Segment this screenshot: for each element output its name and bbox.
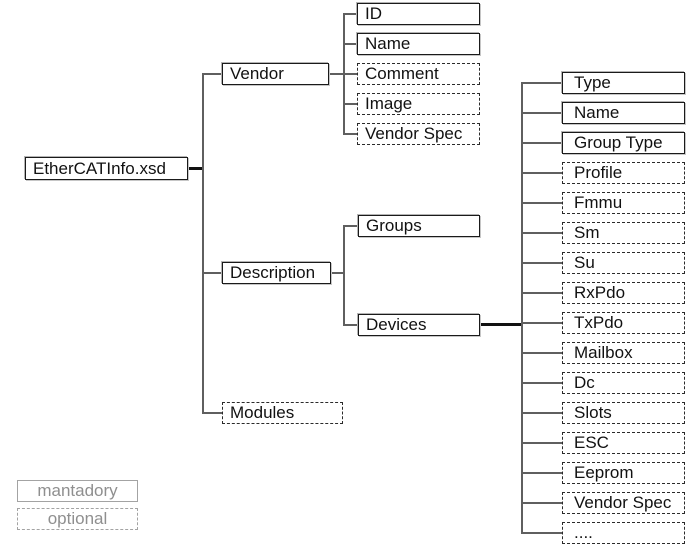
node-device-dc: Dc: [562, 372, 685, 394]
node-device-slots: Slots: [562, 402, 685, 424]
stub-vendor: [202, 73, 222, 75]
stub-vendor-image: [343, 103, 357, 105]
connector-root: [187, 167, 204, 170]
node-device-ellipsis: ....: [562, 522, 685, 544]
node-device-group-type: Group Type: [562, 132, 685, 154]
stub-device-type: [521, 82, 562, 84]
node-device-eeprom: Eeprom: [562, 462, 685, 484]
stub-groups: [343, 225, 358, 227]
stub-device-slots: [521, 412, 562, 414]
node-device-sm: Sm: [562, 222, 685, 244]
node-devices: Devices: [358, 314, 480, 336]
node-device-su: Su: [562, 252, 685, 274]
trunk-device-children: [521, 82, 523, 534]
node-device-vendor-spec: Vendor Spec: [562, 492, 685, 514]
node-vendor-vendor-spec: Vendor Spec: [357, 123, 480, 145]
connector-vendor-out: [329, 73, 345, 75]
stub-device-group-type: [521, 142, 562, 144]
node-device-type: Type: [562, 72, 685, 94]
node-vendor-id: ID: [357, 3, 480, 25]
stub-vendor-id: [343, 13, 357, 15]
node-ethercatinfo-xsd: EtherCATInfo.xsd: [25, 157, 188, 180]
node-vendor-comment: Comment: [357, 63, 480, 85]
stub-device-rxpdo: [521, 292, 562, 294]
node-groups: Groups: [358, 215, 480, 237]
stub-device-vendor-spec: [521, 502, 562, 504]
node-device-profile: Profile: [562, 162, 685, 184]
stub-devices: [343, 324, 358, 326]
connector-devices-out: [480, 323, 523, 326]
node-device-txpdo: TxPdo: [562, 312, 685, 334]
trunk-description-children: [343, 225, 345, 326]
stub-device-dc: [521, 382, 562, 384]
node-modules: Modules: [222, 402, 343, 424]
node-device-name: Name: [562, 102, 685, 124]
node-vendor: Vendor: [222, 63, 329, 85]
stub-device-su: [521, 262, 562, 264]
legend-mandatory: mantadory: [17, 480, 138, 502]
stub-device-esc: [521, 442, 562, 444]
stub-modules: [202, 412, 222, 414]
stub-vendor-comment: [343, 73, 357, 75]
node-device-fmmu: Fmmu: [562, 192, 685, 214]
stub-vendor-vendor-spec: [343, 133, 357, 135]
stub-device-sm: [521, 232, 562, 234]
node-device-rxpdo: RxPdo: [562, 282, 685, 304]
stub-device-name: [521, 112, 562, 114]
stub-description: [202, 272, 222, 274]
stub-vendor-name: [343, 43, 357, 45]
node-vendor-image: Image: [357, 93, 480, 115]
node-vendor-name: Name: [357, 33, 480, 55]
stub-device-profile: [521, 172, 562, 174]
node-device-mailbox: Mailbox: [562, 342, 685, 364]
stub-device-mailbox: [521, 352, 562, 354]
connector-description-out: [330, 272, 345, 274]
node-description: Description: [222, 262, 331, 284]
legend-optional: optional: [17, 508, 138, 530]
stub-device-txpdo: [521, 322, 562, 324]
stub-device-eeprom: [521, 472, 562, 474]
stub-device-ellipsis: [521, 532, 562, 534]
node-device-esc: ESC: [562, 432, 685, 454]
trunk-main: [202, 73, 204, 414]
stub-device-fmmu: [521, 202, 562, 204]
